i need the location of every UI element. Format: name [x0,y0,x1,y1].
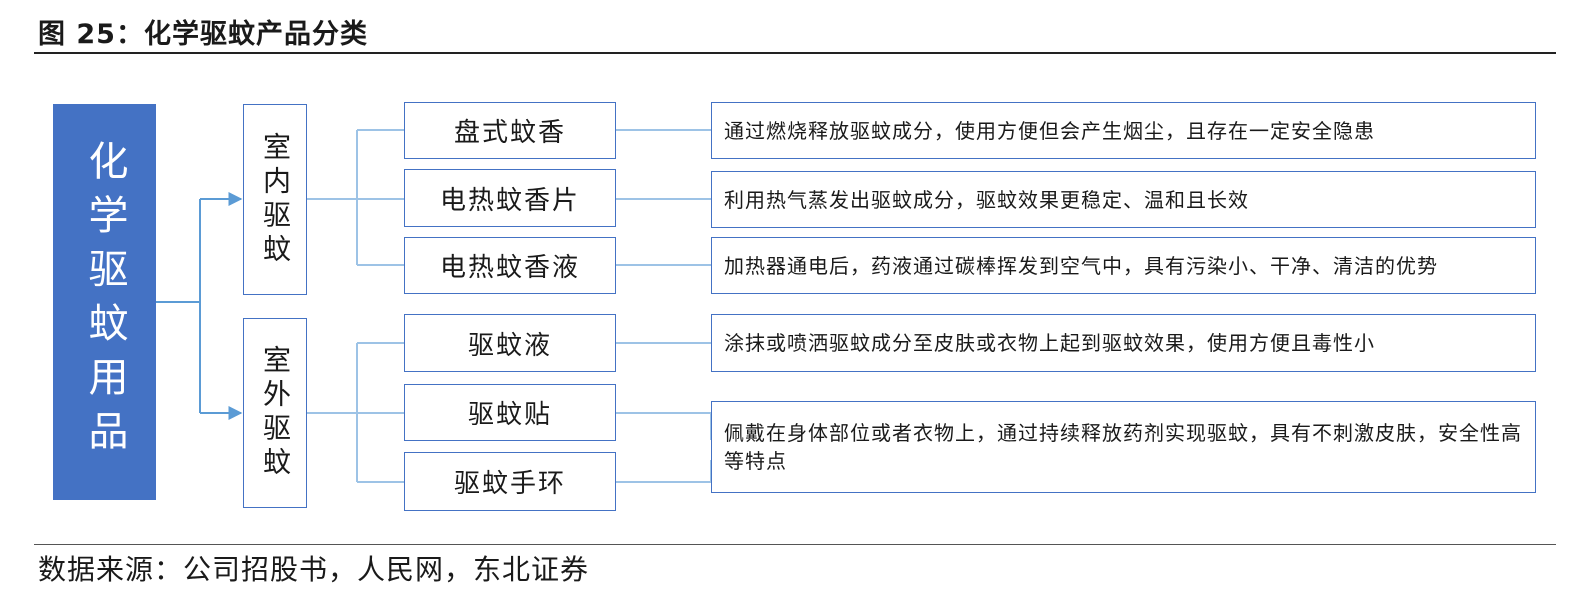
figure-title: 图 25：化学驱蚊产品分类 [38,19,368,50]
desc-electric-liquid: 加热器通电后，药液通过碳棒挥发到空气中，具有污染小、干净、清洁的优势 [711,237,1536,294]
product-electric-liquid: 电热蚊香液 [404,237,616,294]
product-repellent-liquid: 驱蚊液 [404,314,616,372]
title-rule [34,52,1556,54]
source-note: 数据来源：公司招股书，人民网，东北证券 [38,553,590,586]
root-node: 化学驱蚊用品 [53,104,156,500]
desc-repellent-liquid: 涂抹或喷洒驱蚊成分至皮肤或衣物上起到驱蚊效果，使用方便且毒性小 [711,314,1536,372]
product-electric-mat: 电热蚊香片 [404,169,616,227]
product-repellent-band: 驱蚊手环 [404,452,616,511]
product-repellent-patch: 驱蚊贴 [404,384,616,441]
category-outdoor: 室外驱蚊 [243,318,307,508]
category-indoor: 室内驱蚊 [243,104,307,295]
desc-electric-mat: 利用热气蒸发出驱蚊成分，驱蚊效果更稳定、温和且长效 [711,171,1536,228]
product-coil-incense: 盘式蚊香 [404,102,616,159]
desc-coil-incense: 通过燃烧释放驱蚊成分，使用方便但会产生烟尘，且存在一定安全隐患 [711,102,1536,159]
desc-patch-band: 佩戴在身体部位或者衣物上，通过持续释放药剂实现驱蚊，具有不刺激皮肤，安全性高等特… [711,401,1536,493]
source-rule [34,544,1556,545]
